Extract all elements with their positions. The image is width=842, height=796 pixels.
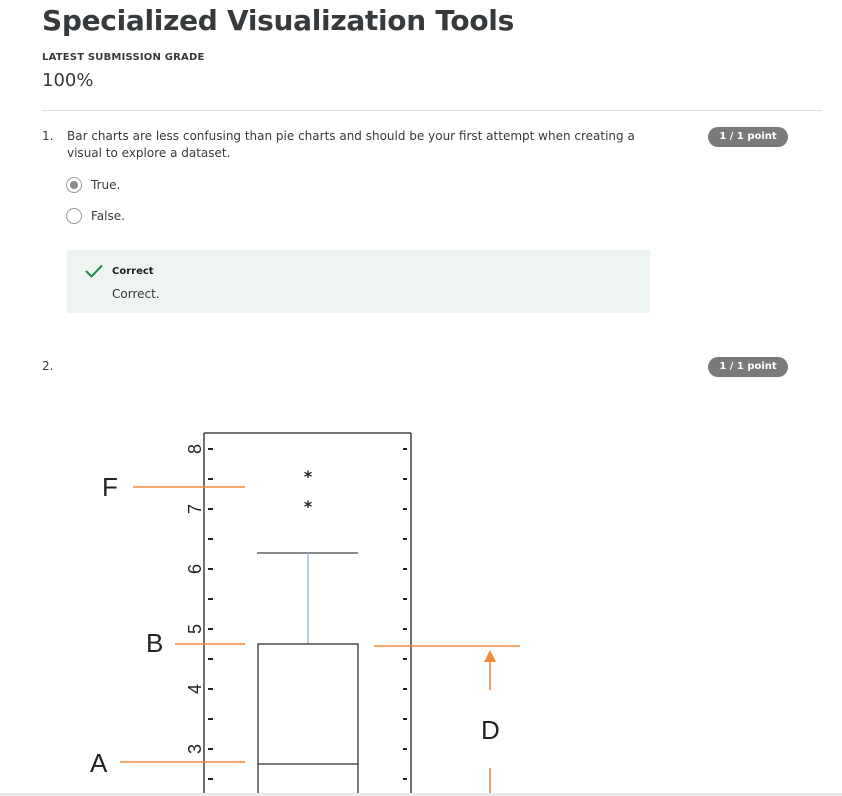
arrow-up-icon xyxy=(484,650,496,662)
feedback-title: Correct xyxy=(112,266,154,277)
feedback-panel: Correct Correct. xyxy=(67,250,650,313)
option-true[interactable]: True. xyxy=(66,176,120,194)
boxplot-figure: 8 7 6 5 4 3 * * xyxy=(90,432,520,796)
question-2-points-badge: 1 / 1 point xyxy=(708,357,788,377)
option-false[interactable]: False. xyxy=(66,207,125,225)
grade-value: 100% xyxy=(42,70,94,91)
annotation-B-label: B xyxy=(146,628,163,658)
divider xyxy=(42,110,822,111)
option-false-label: False. xyxy=(91,209,125,223)
bottom-edge xyxy=(0,793,842,796)
tick-label-3: 3 xyxy=(185,744,205,754)
tick-label-4: 4 xyxy=(185,684,205,694)
radio-false[interactable] xyxy=(66,208,82,224)
checkmark-icon xyxy=(85,264,103,278)
question-1-text: Bar charts are less confusing than pie c… xyxy=(67,129,635,160)
annotation-A-label: A xyxy=(90,748,108,778)
annotation-D-label: D xyxy=(481,715,500,745)
question-2-number: 2. xyxy=(42,359,54,373)
outlier-marker-2: * xyxy=(304,497,313,516)
tick-label-7: 7 xyxy=(185,504,205,514)
question-1-points-badge: 1 / 1 point xyxy=(708,127,788,147)
tick-label-8: 8 xyxy=(185,444,205,454)
feedback-text: Correct. xyxy=(112,287,160,301)
tick-label-5: 5 xyxy=(185,624,205,634)
tick-label-6: 6 xyxy=(185,564,205,574)
radio-true[interactable] xyxy=(66,177,82,193)
option-true-label: True. xyxy=(91,178,121,192)
page-title: Specialized Visualization Tools xyxy=(42,4,514,37)
question-1-number: 1. xyxy=(42,129,54,143)
outlier-marker-1: * xyxy=(304,467,313,486)
box-body xyxy=(257,643,359,796)
annotation-F-label: F xyxy=(102,472,118,502)
grade-label: LATEST SUBMISSION GRADE xyxy=(42,52,205,63)
